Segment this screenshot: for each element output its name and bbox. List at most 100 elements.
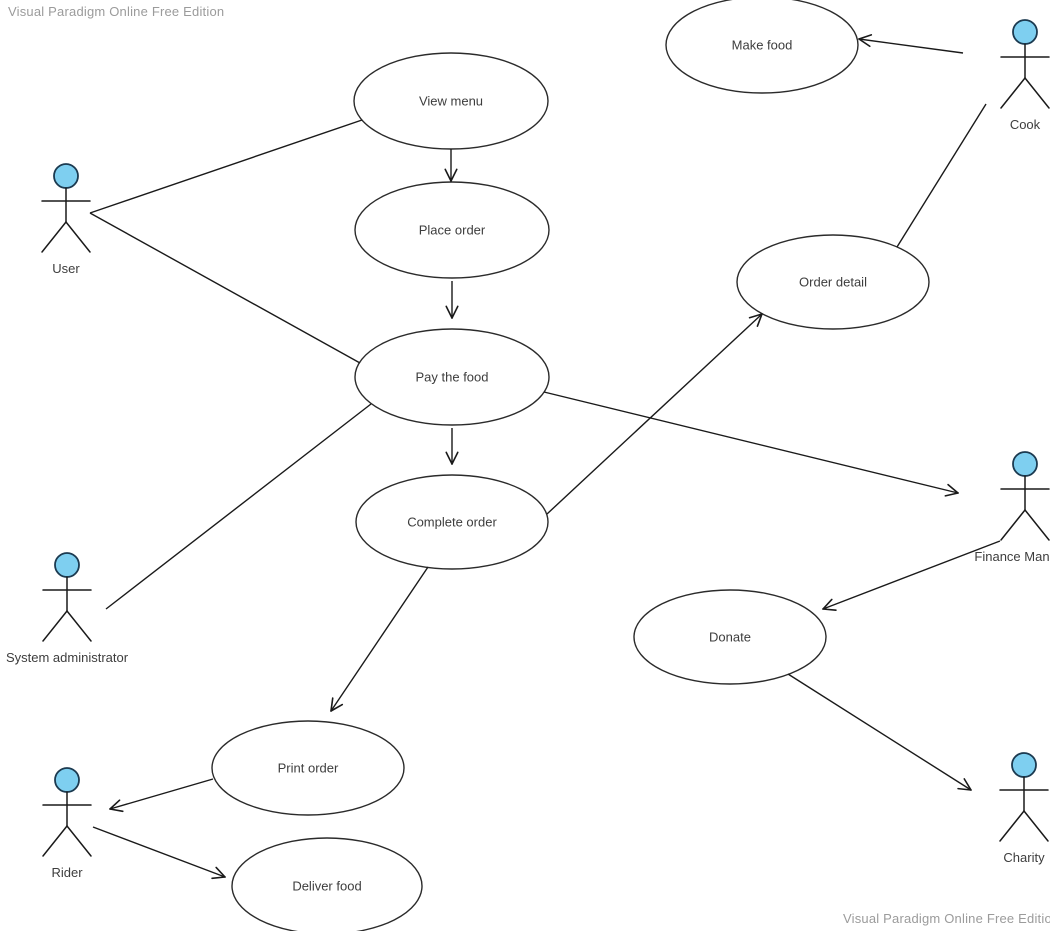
edge-donate-to-charity[interactable] <box>787 673 972 791</box>
actor-head-system-administrator[interactable] <box>54 552 80 578</box>
edge-user-to-pay-the-food[interactable] <box>89 212 361 364</box>
edge-print-order-to-rider[interactable] <box>109 778 214 813</box>
edge-pay-the-food-to-complete-order[interactable] <box>445 428 459 465</box>
edge-cook-to-order-detail[interactable] <box>896 103 987 248</box>
actor-body-cook <box>1000 77 1026 109</box>
usecase-label-print-order: Print order <box>278 761 339 776</box>
edge-line-system-administrator-to-pay-the-food[interactable] <box>105 403 372 610</box>
actor-charity[interactable]: Charity <box>999 752 1049 865</box>
arrowhead-icon <box>215 866 226 878</box>
arrowhead-icon <box>822 608 837 612</box>
usecase-label-make-food: Make food <box>732 38 793 53</box>
edge-pay-the-food-to-finance-manager[interactable] <box>543 391 959 497</box>
actor-body-finance-manager <box>1024 509 1050 541</box>
actor-body-user <box>41 221 67 253</box>
edge-place-order-to-pay-the-food[interactable] <box>445 281 459 319</box>
actor-body-cook <box>1024 77 1050 109</box>
usecase-shape-complete-order[interactable] <box>355 474 549 570</box>
arrowhead-icon <box>109 808 124 813</box>
arrowhead-icon <box>330 697 334 712</box>
usecase-deliver-food[interactable]: Deliver food <box>231 837 423 931</box>
usecase-order-detail[interactable]: Order detail <box>736 234 930 330</box>
edge-line-complete-order-to-print-order[interactable] <box>330 566 429 712</box>
actor-head-rider[interactable] <box>54 767 80 793</box>
arrowhead-icon <box>445 451 453 465</box>
usecase-complete-order[interactable]: Complete order <box>355 474 549 570</box>
arrowhead-icon <box>451 305 459 319</box>
usecase-shape-make-food[interactable] <box>665 0 859 94</box>
edge-line-donate-to-charity[interactable] <box>787 673 972 791</box>
arrowhead-icon <box>944 492 959 497</box>
usecase-shape-order-detail[interactable] <box>736 234 930 330</box>
edge-cook-to-make-food[interactable] <box>858 34 964 54</box>
edge-view-menu-to-place-order[interactable] <box>444 149 458 182</box>
arrowhead-icon <box>444 168 452 182</box>
edge-line-pay-the-food-to-finance-manager[interactable] <box>543 391 959 494</box>
usecase-shape-deliver-food[interactable] <box>231 837 423 931</box>
actor-body-charity <box>1023 810 1049 842</box>
edge-system-administrator-to-pay-the-food[interactable] <box>105 403 372 610</box>
edge-line-user-to-view-menu[interactable] <box>89 119 363 214</box>
usecase-shape-print-order[interactable] <box>211 720 405 816</box>
usecase-print-order[interactable]: Print order <box>211 720 405 816</box>
actor-head-cook[interactable] <box>1012 19 1038 45</box>
actor-system-administrator[interactable]: System administrator <box>6 552 129 665</box>
edge-rider-to-deliver-food[interactable] <box>92 826 226 880</box>
arrowhead-icon <box>445 305 453 319</box>
usecase-label-place-order: Place order <box>419 223 486 238</box>
arrowhead-icon <box>947 483 959 494</box>
actor-head-charity[interactable] <box>1011 752 1037 778</box>
edge-complete-order-to-print-order[interactable] <box>330 566 429 712</box>
actor-label-rider: Rider <box>51 865 83 880</box>
usecase-shape-place-order[interactable] <box>354 181 550 279</box>
arrowhead-icon <box>756 313 763 327</box>
usecase-view-menu[interactable]: View menu <box>353 52 549 150</box>
edge-complete-order-to-order-detail[interactable] <box>546 313 763 515</box>
arrowhead-icon <box>858 34 873 40</box>
edge-line-cook-to-make-food[interactable] <box>858 38 964 54</box>
actor-head-user[interactable] <box>53 163 79 189</box>
edge-user-to-view-menu[interactable] <box>89 119 363 214</box>
actor-body-system-administrator <box>42 610 68 642</box>
actor-finance-manager[interactable]: Finance Manager <box>974 451 1050 564</box>
actor-body-rider <box>66 825 92 857</box>
edge-line-cook-to-order-detail[interactable] <box>896 103 987 248</box>
actor-rider[interactable]: Rider <box>42 767 92 880</box>
arrowhead-icon <box>748 313 763 319</box>
edge-finance-manager-to-donate[interactable] <box>822 540 1001 612</box>
usecase-label-order-detail: Order detail <box>799 275 867 290</box>
actor-body-user <box>65 221 91 253</box>
arrowhead-icon <box>330 703 344 712</box>
actor-body-charity <box>999 810 1025 842</box>
usecase-donate[interactable]: Donate <box>633 589 827 685</box>
actor-body-finance-manager <box>1000 509 1026 541</box>
usecase-make-food[interactable]: Make food <box>665 0 859 94</box>
usecase-label-pay-the-food: Pay the food <box>416 370 489 385</box>
arrowhead-icon <box>957 787 972 791</box>
actor-label-user: User <box>52 261 80 276</box>
usecase-pay-the-food[interactable]: Pay the food <box>354 328 550 426</box>
edge-line-finance-manager-to-donate[interactable] <box>822 540 1001 610</box>
actor-label-charity: Charity <box>1003 850 1045 865</box>
edge-line-user-to-pay-the-food[interactable] <box>89 212 361 364</box>
actor-head-finance-manager[interactable] <box>1012 451 1038 477</box>
edge-line-rider-to-deliver-food[interactable] <box>92 826 226 878</box>
usecase-label-view-menu: View menu <box>419 94 483 109</box>
usecase-label-complete-order: Complete order <box>407 515 497 530</box>
usecase-shape-donate[interactable] <box>633 589 827 685</box>
actor-cook[interactable]: Cook <box>1000 19 1050 132</box>
usecase-place-order[interactable]: Place order <box>354 181 550 279</box>
edge-line-complete-order-to-order-detail[interactable] <box>546 313 763 515</box>
arrowhead-icon <box>858 38 871 48</box>
actor-body-system-administrator <box>66 610 92 642</box>
actor-label-system-administrator: System administrator <box>6 650 129 665</box>
actor-user[interactable]: User <box>41 163 91 276</box>
actor-body-rider <box>42 825 68 857</box>
actor-label-cook: Cook <box>1010 117 1041 132</box>
edge-line-print-order-to-rider[interactable] <box>109 778 214 810</box>
usecase-shape-pay-the-food[interactable] <box>354 328 550 426</box>
arrowhead-icon <box>822 598 833 610</box>
usecase-label-donate: Donate <box>709 630 751 645</box>
